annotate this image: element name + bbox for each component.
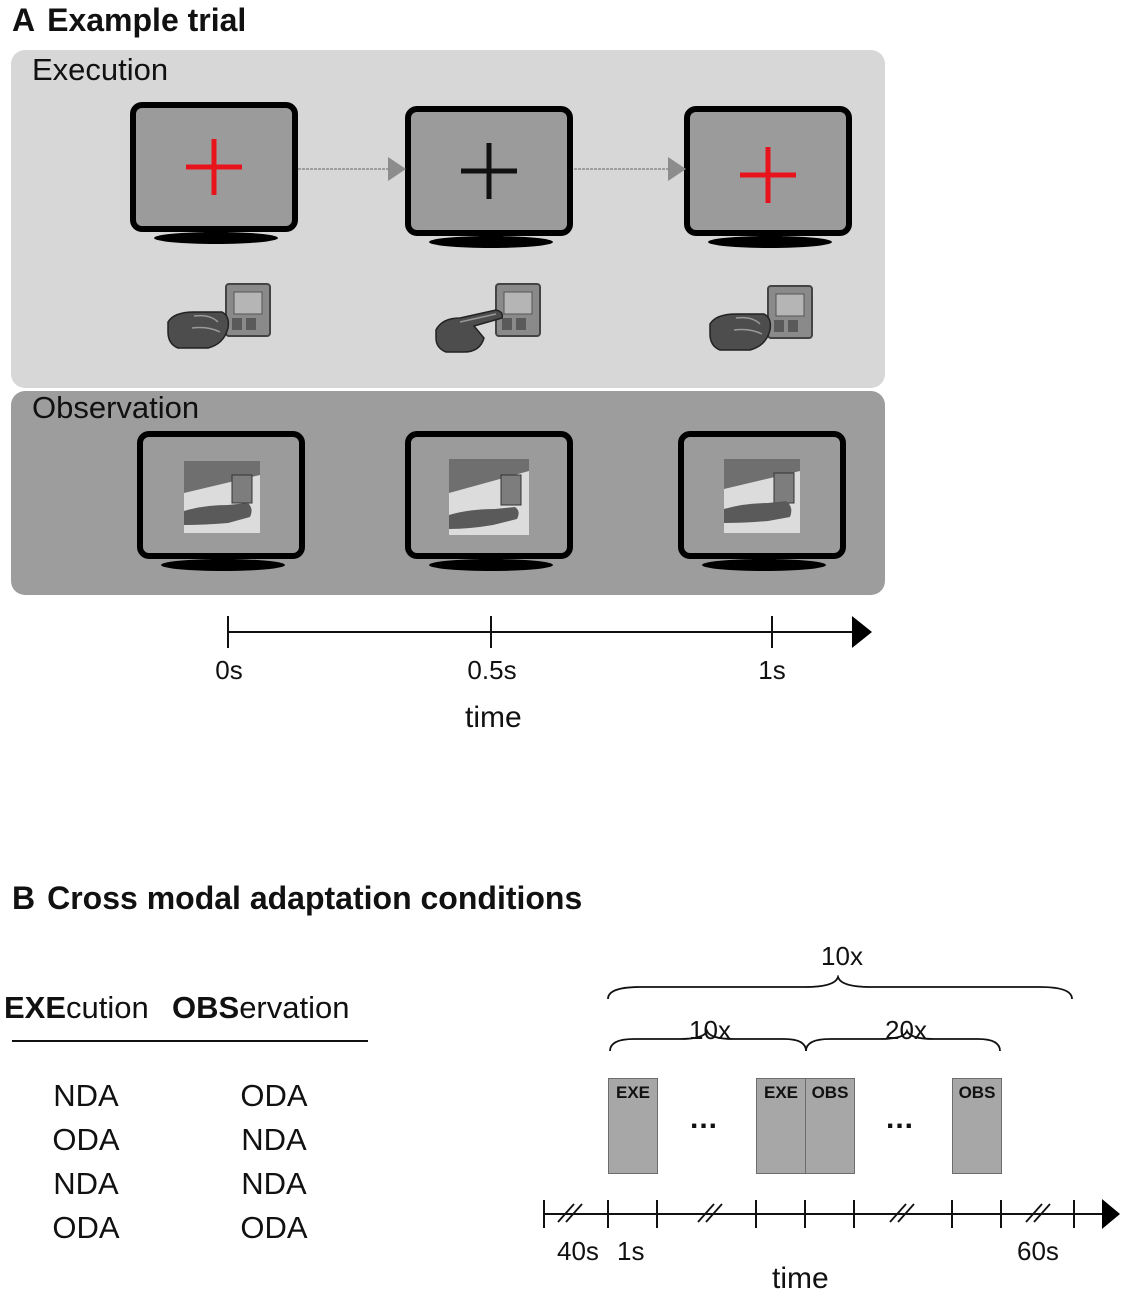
tick-label-0s: 0s [215,655,243,685]
table-header-rule [12,1040,368,1042]
observation-monitor-3 [678,431,848,576]
block-label: OBS [958,1083,996,1102]
block-label: EXE [763,1083,799,1102]
hand-video-frame-1 [184,461,260,533]
execution-monitor-1 [130,102,300,247]
panel-a-letter: A [12,2,36,38]
outer-brace-label: 10x [821,941,863,971]
panel-b-title-text: Cross modal adaptation conditions [47,880,583,916]
hand-grip-photo-2 [435,283,541,353]
axis-break-icon [889,1203,915,1223]
ellipsis-exe: ... [690,1102,719,1135]
table-cell: ODA [52,1122,120,1157]
arrowhead-icon [852,616,872,648]
header-exe-bold: EXE [4,990,67,1025]
execution-label: Execution [32,52,169,87]
table-cell: NDA [241,1166,307,1201]
execution-monitor-2 [405,106,575,251]
arrow-right-icon [388,157,406,181]
hand-grip-photo-3 [709,285,813,351]
obs-block: OBS [805,1078,855,1174]
table-header-observation: OBServation [172,990,349,1026]
left-brace-label: 10x [689,1015,731,1045]
repetition-braces [607,975,1073,1052]
axis-break-icon [1025,1203,1051,1223]
table-header-execution: EXEcution [4,990,149,1026]
header-exe-rest: cution [66,990,149,1025]
ellipsis-obs: ... [886,1102,915,1135]
block-duration-label: 1s [617,1236,645,1266]
observation-monitor-1 [137,431,307,576]
panel-b-letter: B [12,880,36,916]
red-fixation-cross-icon [740,147,796,203]
timeline-axis-label: time [465,701,522,734]
trial-timeline [227,616,872,648]
hand-grip-photo-1 [167,283,271,349]
header-obs-bold: OBS [172,990,240,1025]
arrowhead-icon [1102,1199,1120,1229]
obs-block: OBS [952,1078,1002,1174]
block-timeline-axis-label: time [772,1262,829,1295]
exe-block: EXE [608,1078,658,1174]
sequence-arrows [298,157,686,181]
right-brace [805,1028,1001,1052]
block-label: OBS [811,1083,849,1102]
hand-video-frame-2 [449,459,529,535]
hand-video-frame-3 [724,459,800,533]
block-timeline [543,1199,1120,1229]
table-cell: ODA [240,1078,308,1113]
block-label: EXE [615,1083,651,1102]
black-fixation-cross-icon [461,143,517,199]
execution-monitor-3 [684,106,854,251]
header-obs-rest: ervation [239,990,350,1025]
axis-break-icon [697,1203,723,1223]
end-pause-label: 60s [1017,1236,1059,1266]
observation-label: Observation [32,390,200,425]
outer-brace [607,975,1073,1000]
panel-b-title: B Cross modal adaptation conditions [12,880,582,917]
table-cell: ODA [240,1210,308,1245]
panel-a-title-text: Example trial [47,2,247,38]
exe-block: EXE [756,1078,806,1174]
tick-label-1s: 1s [758,655,786,685]
axis-break-icon [557,1203,583,1223]
left-brace [609,1028,807,1052]
start-pause-label: 40s [557,1236,599,1266]
table-cell: ODA [52,1210,120,1245]
right-brace-label: 20x [885,1015,927,1045]
table-cell: NDA [241,1122,307,1157]
tick-label-0-5s: 0.5s [467,655,517,685]
panel-a-title: A Example trial [12,2,246,39]
table-cell: NDA [53,1166,119,1201]
observation-monitor-2 [405,431,575,576]
table-cell: NDA [53,1078,119,1113]
red-fixation-cross-icon [186,139,242,195]
arrow-right-icon [668,157,686,181]
